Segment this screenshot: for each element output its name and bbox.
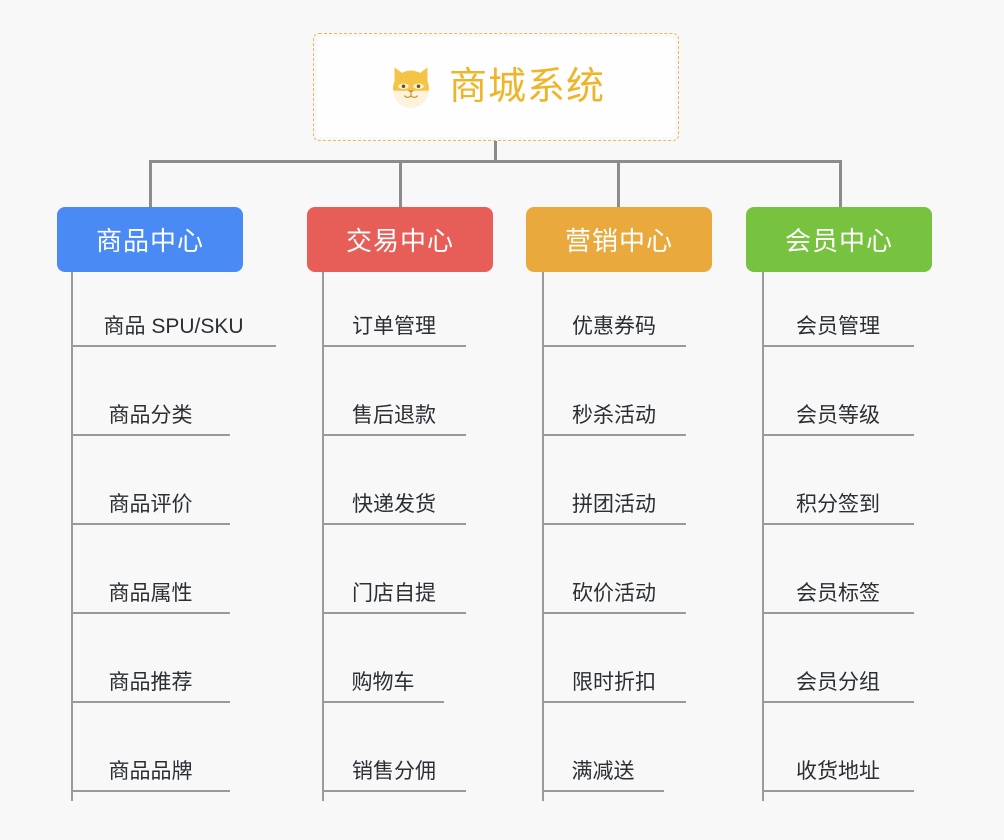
category-label-4: 会员中心 [784,226,893,256]
leaf-item[interactable]: 商品推荐 [71,614,230,703]
leaf-item[interactable]: 门店自提 [322,525,466,614]
leaf-label: 商品属性 [108,581,193,605]
leaf-label: 商品评价 [108,492,193,516]
leaf-label: 商品品牌 [108,759,193,783]
leaf-label: 砍价活动 [572,581,656,605]
leaf-item[interactable]: 收货地址 [762,703,914,792]
leaf-label: 销售分佣 [352,759,436,783]
category-box-1[interactable]: 商品中心 [57,207,243,272]
connector-horizontal-bus [149,160,842,163]
leaf-label: 满减送 [571,759,635,783]
leaf-item[interactable]: 购物车 [322,614,444,703]
category-box-4[interactable]: 会员中心 [746,207,932,272]
connector-drop-1 [149,160,152,208]
leaf-label: 会员标签 [796,581,880,605]
leaf-label: 收货地址 [796,759,880,783]
leaf-item[interactable]: 销售分佣 [322,703,466,792]
category-label-2: 交易中心 [345,226,454,256]
leaf-label: 限时折扣 [572,670,656,694]
leaf-item[interactable]: 优惠券码 [542,258,686,347]
root-title: 商城系统 [448,66,605,108]
leaf-item[interactable]: 限时折扣 [542,614,686,703]
connector-drop-2 [399,160,402,208]
leaf-item[interactable]: 订单管理 [322,258,466,347]
leaf-label: 拼团活动 [572,492,656,516]
leaf-label: 门店自提 [352,581,436,605]
connector-root-stem [494,141,497,163]
shiba-dog-face-icon [392,67,429,108]
leaf-item[interactable]: 会员管理 [762,258,914,347]
branch-spine-4 [762,272,764,801]
leaf-label: 秒杀活动 [572,403,656,427]
leaf-item[interactable]: 快递发货 [322,436,466,525]
leaf-item[interactable]: 商品 SPU/SKU [71,258,276,347]
category-label-3: 营销中心 [564,226,673,256]
leaf-item[interactable]: 拼团活动 [542,436,686,525]
leaf-label: 订单管理 [352,314,436,338]
leaf-item[interactable]: 售后退款 [322,347,466,436]
leaf-item[interactable]: 会员等级 [762,347,914,436]
leaf-label: 商品 SPU/SKU [103,314,244,338]
leaf-item[interactable]: 满减送 [542,703,664,792]
root-node-inner: 商城系统 [317,37,675,137]
leaf-label: 快递发货 [352,492,436,516]
branch-spine-2 [322,272,324,801]
leaf-label: 会员分组 [796,670,880,694]
leaf-label: 优惠券码 [572,314,656,338]
leaf-label: 会员等级 [796,403,880,427]
branch-spine-3 [542,272,544,801]
root-node[interactable]: 商城系统 [313,33,679,141]
leaf-item[interactable]: 商品评价 [71,436,230,525]
branch-spine-1 [71,272,73,801]
leaf-label: 积分签到 [796,492,880,516]
leaf-item[interactable]: 商品分类 [71,347,230,436]
leaf-item[interactable]: 会员分组 [762,614,914,703]
connector-drop-4 [839,160,842,208]
leaf-item[interactable]: 秒杀活动 [542,347,686,436]
leaf-item[interactable]: 商品品牌 [71,703,230,792]
leaf-item[interactable]: 砍价活动 [542,525,686,614]
leaf-label: 售后退款 [352,403,436,427]
category-label-1: 商品中心 [95,226,204,256]
leaf-label: 购物车 [351,670,415,694]
leaf-item[interactable]: 商品属性 [71,525,230,614]
category-box-3[interactable]: 营销中心 [526,207,712,272]
leaf-item[interactable]: 积分签到 [762,436,914,525]
leaf-item[interactable]: 会员标签 [762,525,914,614]
leaf-label: 商品推荐 [108,670,193,694]
category-box-2[interactable]: 交易中心 [307,207,493,272]
leaf-label: 会员管理 [796,314,880,338]
leaf-label: 商品分类 [108,403,193,427]
connector-drop-3 [617,160,620,208]
